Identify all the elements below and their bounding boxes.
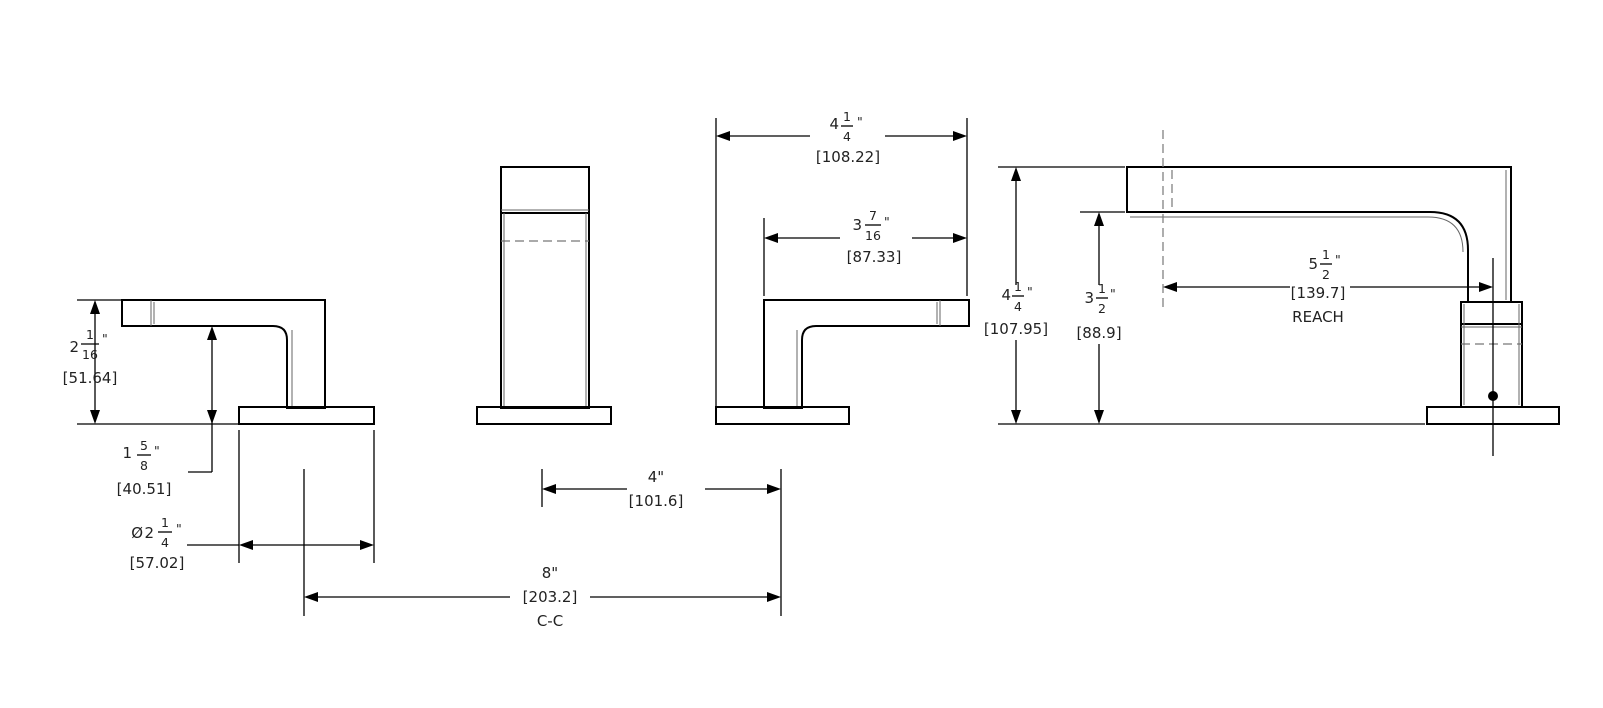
svg-text:8": 8" — [542, 564, 558, 582]
handle-front-view — [476, 166, 612, 425]
svg-text:5: 5 — [1308, 255, 1318, 273]
label-spout-reach: 5 1 2 " [139.7] REACH — [1291, 247, 1346, 326]
label-handle-length: 4 1 4 " [108.22] — [816, 109, 880, 166]
svg-text:[107.95]: [107.95] — [984, 320, 1048, 338]
spout-side-view — [1126, 130, 1560, 456]
svg-text:4: 4 — [1001, 286, 1011, 304]
svg-text:3: 3 — [1084, 289, 1094, 307]
svg-text:2: 2 — [1098, 301, 1106, 316]
svg-text:2: 2 — [1322, 267, 1330, 282]
label-center-spacing: 8" [203.2] C-C — [523, 564, 578, 630]
dim-spout-height — [998, 166, 1425, 425]
svg-text:": " — [884, 214, 890, 229]
svg-text:": " — [1027, 284, 1033, 299]
svg-text:": " — [1110, 286, 1116, 301]
dim-lever-length — [763, 218, 967, 296]
svg-text:[203.2]: [203.2] — [523, 588, 578, 606]
label-handle-height: 2 1 16 " [51.64] — [63, 327, 118, 387]
label-spout-clearance: 3 1 2 " [88.9] — [1076, 281, 1121, 342]
svg-text:": " — [1335, 252, 1341, 267]
label-handle-offset: 4" [101.6] — [629, 468, 684, 510]
dim-base-diameter — [187, 430, 375, 563]
dim-center-spacing — [303, 469, 781, 616]
dim-handle-arm — [188, 326, 217, 473]
svg-text:[88.9]: [88.9] — [1076, 324, 1121, 342]
label-spout-height: 4 1 4 " [107.95] — [984, 279, 1048, 338]
dim-handle-height — [77, 299, 239, 425]
svg-text:[139.7]: [139.7] — [1291, 284, 1346, 302]
dim-handle-length — [715, 118, 968, 407]
dim-spout-reach — [1163, 282, 1493, 292]
svg-text:1: 1 — [1014, 279, 1022, 294]
svg-text:16: 16 — [82, 347, 98, 362]
svg-text:1: 1 — [161, 515, 169, 530]
svg-text:16: 16 — [865, 228, 881, 243]
svg-text:[87.33]: [87.33] — [847, 248, 902, 266]
label-handle-arm: 1 5 8 " [40.51] — [117, 438, 172, 498]
svg-text:4: 4 — [829, 115, 839, 133]
svg-text:C-C: C-C — [537, 612, 563, 630]
dim-spout-clearance — [1080, 211, 1125, 424]
handle-side-view — [121, 299, 375, 425]
svg-text:7: 7 — [869, 208, 877, 223]
dim-handle-offset — [541, 469, 782, 616]
svg-text:2: 2 — [144, 524, 154, 542]
svg-text:1: 1 — [843, 109, 851, 124]
svg-text:[108.22]: [108.22] — [816, 148, 880, 166]
svg-text:1: 1 — [86, 327, 94, 342]
svg-text:4: 4 — [843, 129, 851, 144]
svg-text:REACH: REACH — [1292, 308, 1344, 326]
svg-text:4: 4 — [161, 535, 169, 550]
svg-text:": " — [857, 114, 863, 129]
svg-text:[51.64]: [51.64] — [63, 369, 118, 387]
svg-text:1: 1 — [1322, 247, 1330, 262]
svg-text:1: 1 — [122, 444, 132, 462]
label-base-diameter: Ø 2 1 4 " [57.02] — [130, 515, 185, 572]
svg-text:8: 8 — [140, 458, 148, 473]
svg-text:[40.51]: [40.51] — [117, 480, 172, 498]
svg-text:": " — [102, 331, 108, 346]
handle-mirror-view — [715, 299, 970, 425]
svg-text:3: 3 — [852, 216, 862, 234]
svg-text:4: 4 — [1014, 299, 1022, 314]
svg-text:[101.6]: [101.6] — [629, 492, 684, 510]
label-lever-length: 3 7 16 " [87.33] — [847, 208, 902, 266]
svg-text:": " — [176, 521, 182, 536]
svg-text:[57.02]: [57.02] — [130, 554, 185, 572]
svg-text:": " — [154, 443, 160, 458]
svg-text:4": 4" — [648, 468, 664, 486]
svg-text:1: 1 — [1098, 281, 1106, 296]
svg-text:Ø: Ø — [131, 524, 143, 542]
svg-text:5: 5 — [140, 438, 148, 453]
svg-text:2: 2 — [69, 338, 79, 356]
